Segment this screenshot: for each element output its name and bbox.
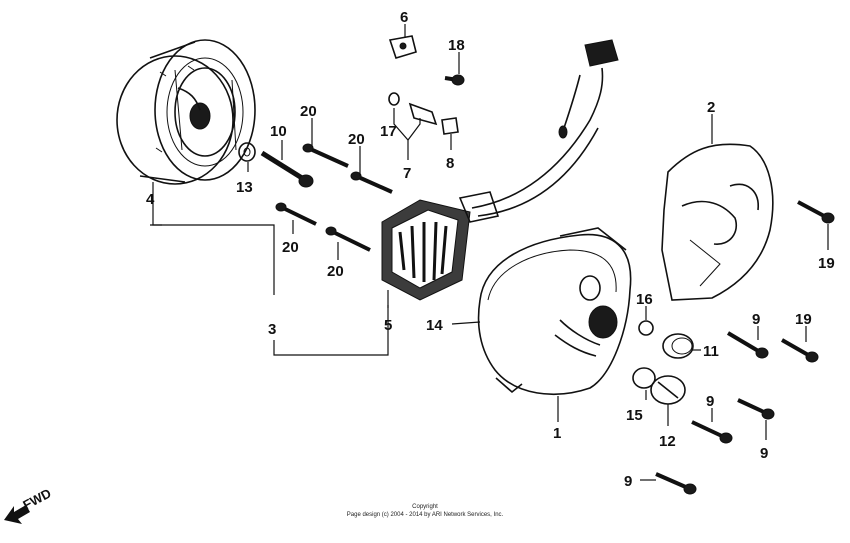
- washer-13: [238, 142, 256, 162]
- label-20-c: 20: [282, 239, 299, 256]
- label-15: 15: [626, 407, 643, 424]
- label-12: 12: [659, 433, 676, 450]
- part-numbers: 1 2 3 4 5 6 7 8 9 9 9 9 10 11 12 13 14 1…: [146, 9, 835, 490]
- leader-lines: [150, 24, 829, 481]
- forward-label: FWD: [20, 486, 53, 513]
- label-1: 1: [553, 425, 561, 442]
- bolts-20: [275, 143, 393, 252]
- label-20-a: 20: [300, 103, 317, 120]
- label-3: 3: [268, 321, 276, 338]
- label-10: 10: [270, 123, 287, 140]
- label-16: 16: [636, 291, 653, 308]
- label-9-a: 9: [752, 311, 760, 328]
- label-14: 14: [426, 317, 443, 334]
- label-6: 6: [400, 9, 408, 26]
- label-4: 4: [146, 191, 155, 208]
- label-11: 11: [703, 343, 719, 360]
- copyright-footer: Copyright Page design (c) 2004 - 2014 by…: [347, 504, 504, 518]
- label-19-b: 19: [795, 311, 812, 328]
- label-20-d: 20: [327, 263, 344, 280]
- label-9-b: 9: [706, 393, 714, 410]
- label-2: 2: [707, 99, 715, 116]
- forward-arrow-icon: [4, 505, 30, 524]
- label-7: 7: [403, 165, 411, 182]
- label-17: 17: [380, 123, 397, 140]
- bolt-10: [260, 150, 314, 188]
- label-18: 18: [448, 37, 465, 54]
- label-19-a: 19: [818, 255, 835, 272]
- label-9-c: 9: [760, 445, 768, 462]
- caps-and-orings: [632, 320, 694, 405]
- label-5: 5: [384, 317, 392, 334]
- crankcase-cover: [477, 227, 632, 396]
- copyright-line-1: Copyright: [412, 504, 438, 510]
- copyright-line-2: Page design (c) 2004 - 2014 by ARI Netwo…: [347, 512, 504, 518]
- flywheel-rotor: [116, 39, 256, 185]
- bolts-9-19: [655, 200, 835, 495]
- outer-cover: [661, 143, 774, 301]
- wire-harness: [458, 39, 619, 223]
- label-9-d: 9: [624, 473, 632, 490]
- forward-direction-indicator: FWD: [4, 486, 54, 524]
- label-8: 8: [446, 155, 454, 172]
- label-20-b: 20: [348, 131, 365, 148]
- label-13: 13: [236, 179, 253, 196]
- stator: [381, 199, 471, 301]
